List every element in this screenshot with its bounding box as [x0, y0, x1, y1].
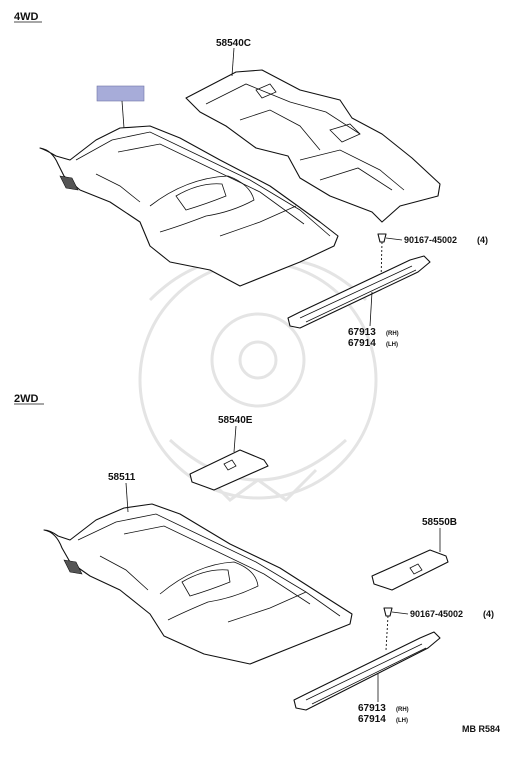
label-scuff-rh-4wd: 67913: [348, 327, 376, 338]
label-clip-2wd: 90167-45002: [410, 609, 463, 619]
label-scuff-rh-side-4wd: (RH): [386, 331, 399, 337]
leader-scuff-plate-4wd: [369, 291, 373, 327]
highlighted-part-box[interactable]: [96, 85, 145, 102]
label-rear-floor-pad: 58550B: [422, 517, 457, 528]
label-rear-floor-cover: 58540C: [216, 38, 251, 49]
label-scuff-rh-side-2wd: (RH): [396, 707, 409, 713]
clip-fastener-2wd: [383, 607, 393, 651]
scuff-plate-2wd: [293, 631, 441, 711]
leader-rear-floor-cover: [231, 47, 235, 77]
floor-carpet-2wd: [43, 503, 353, 665]
label-clip-qty-4wd: (4): [477, 235, 488, 245]
reference-code: MB R584: [462, 724, 500, 734]
label-clip-qty-2wd: (4): [483, 609, 494, 619]
leader-highlighted-part: [121, 100, 125, 129]
label-front-floor-pad: 58540E: [218, 415, 253, 426]
leader-floor-carpet: [125, 482, 129, 513]
leader-clip-2wd: [391, 611, 409, 615]
label-scuff-lh-4wd: 67914: [348, 338, 376, 349]
leader-front-floor-pad: [233, 425, 237, 453]
label-scuff-rh-2wd: 67913: [358, 703, 386, 714]
label-floor-carpet: 58511: [108, 472, 136, 483]
label-scuff-lh-side-4wd: (LH): [386, 342, 398, 348]
label-scuff-lh-2wd: 67914: [358, 714, 386, 725]
clip-fastener-4wd: [377, 233, 387, 281]
floor-carpet-4wd: [39, 125, 339, 287]
rear-floor-pad: [371, 549, 449, 591]
label-clip-4wd: 90167-45002: [404, 235, 457, 245]
section-label-2wd: 2WD: [14, 393, 39, 405]
front-floor-pad: [189, 449, 269, 491]
leader-clip-4wd: [385, 237, 403, 241]
label-scuff-lh-side-2wd: (LH): [396, 718, 408, 724]
scuff-plate-4wd: [287, 255, 431, 329]
rear-floor-cover: [185, 69, 441, 223]
section-label-4wd: 4WD: [14, 11, 39, 23]
